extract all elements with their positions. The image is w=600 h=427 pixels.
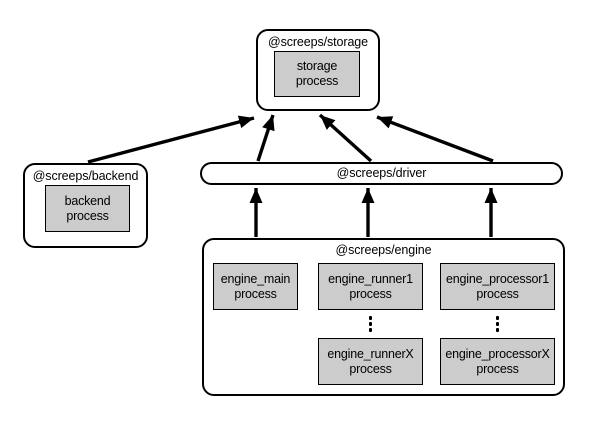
process-type: process — [295, 74, 339, 88]
process-name: engine_runnerX — [327, 346, 414, 361]
process-name: engine_processorX — [445, 346, 550, 361]
process-type: process — [476, 286, 519, 301]
process-type: process — [66, 208, 109, 223]
engine-runnerX-process-box: engine_runnerX process — [318, 338, 423, 385]
arrow-driver-to-storage-right — [376, 115, 494, 163]
ellipsis-icon — [318, 313, 423, 335]
process-type: process — [349, 286, 392, 301]
process-name: engine_main — [220, 271, 291, 286]
process-name: engine_processor1 — [446, 271, 549, 286]
engine-processorX-process-box: engine_processorX process — [440, 338, 555, 385]
storage-process-box: storage process — [274, 51, 360, 97]
package-driver-label: @screeps/driver — [336, 166, 427, 180]
process-type: process — [349, 361, 392, 376]
package-driver: @screeps/driver — [200, 162, 563, 185]
package-storage: @screeps/storage storage process — [256, 29, 380, 111]
process-name: storage — [296, 59, 338, 73]
engine-main-process-box: engine_main process — [213, 263, 298, 310]
process-name: engine_runner1 — [328, 271, 413, 286]
package-engine: @screeps/engine engine_main process engi… — [202, 238, 565, 396]
arrow-driver-to-storage-middle — [318, 113, 373, 163]
ellipsis-icon — [440, 313, 555, 335]
backend-process-box: backend process — [45, 185, 130, 232]
process-type: process — [234, 286, 277, 301]
package-backend: @screeps/backend backend process — [23, 163, 148, 248]
process-type: process — [476, 361, 519, 376]
package-backend-label: @screeps/backend — [32, 169, 139, 183]
process-name: backend — [64, 193, 111, 208]
arrow-backend-to-storage — [87, 115, 255, 164]
arrow-driver-to-storage-left — [256, 114, 275, 162]
engine-processor1-process-box: engine_processor1 process — [440, 263, 555, 310]
engine-runner1-process-box: engine_runner1 process — [318, 263, 423, 310]
package-storage-label: @screeps/storage — [267, 35, 369, 49]
package-engine-label: @screeps/engine — [335, 243, 432, 257]
